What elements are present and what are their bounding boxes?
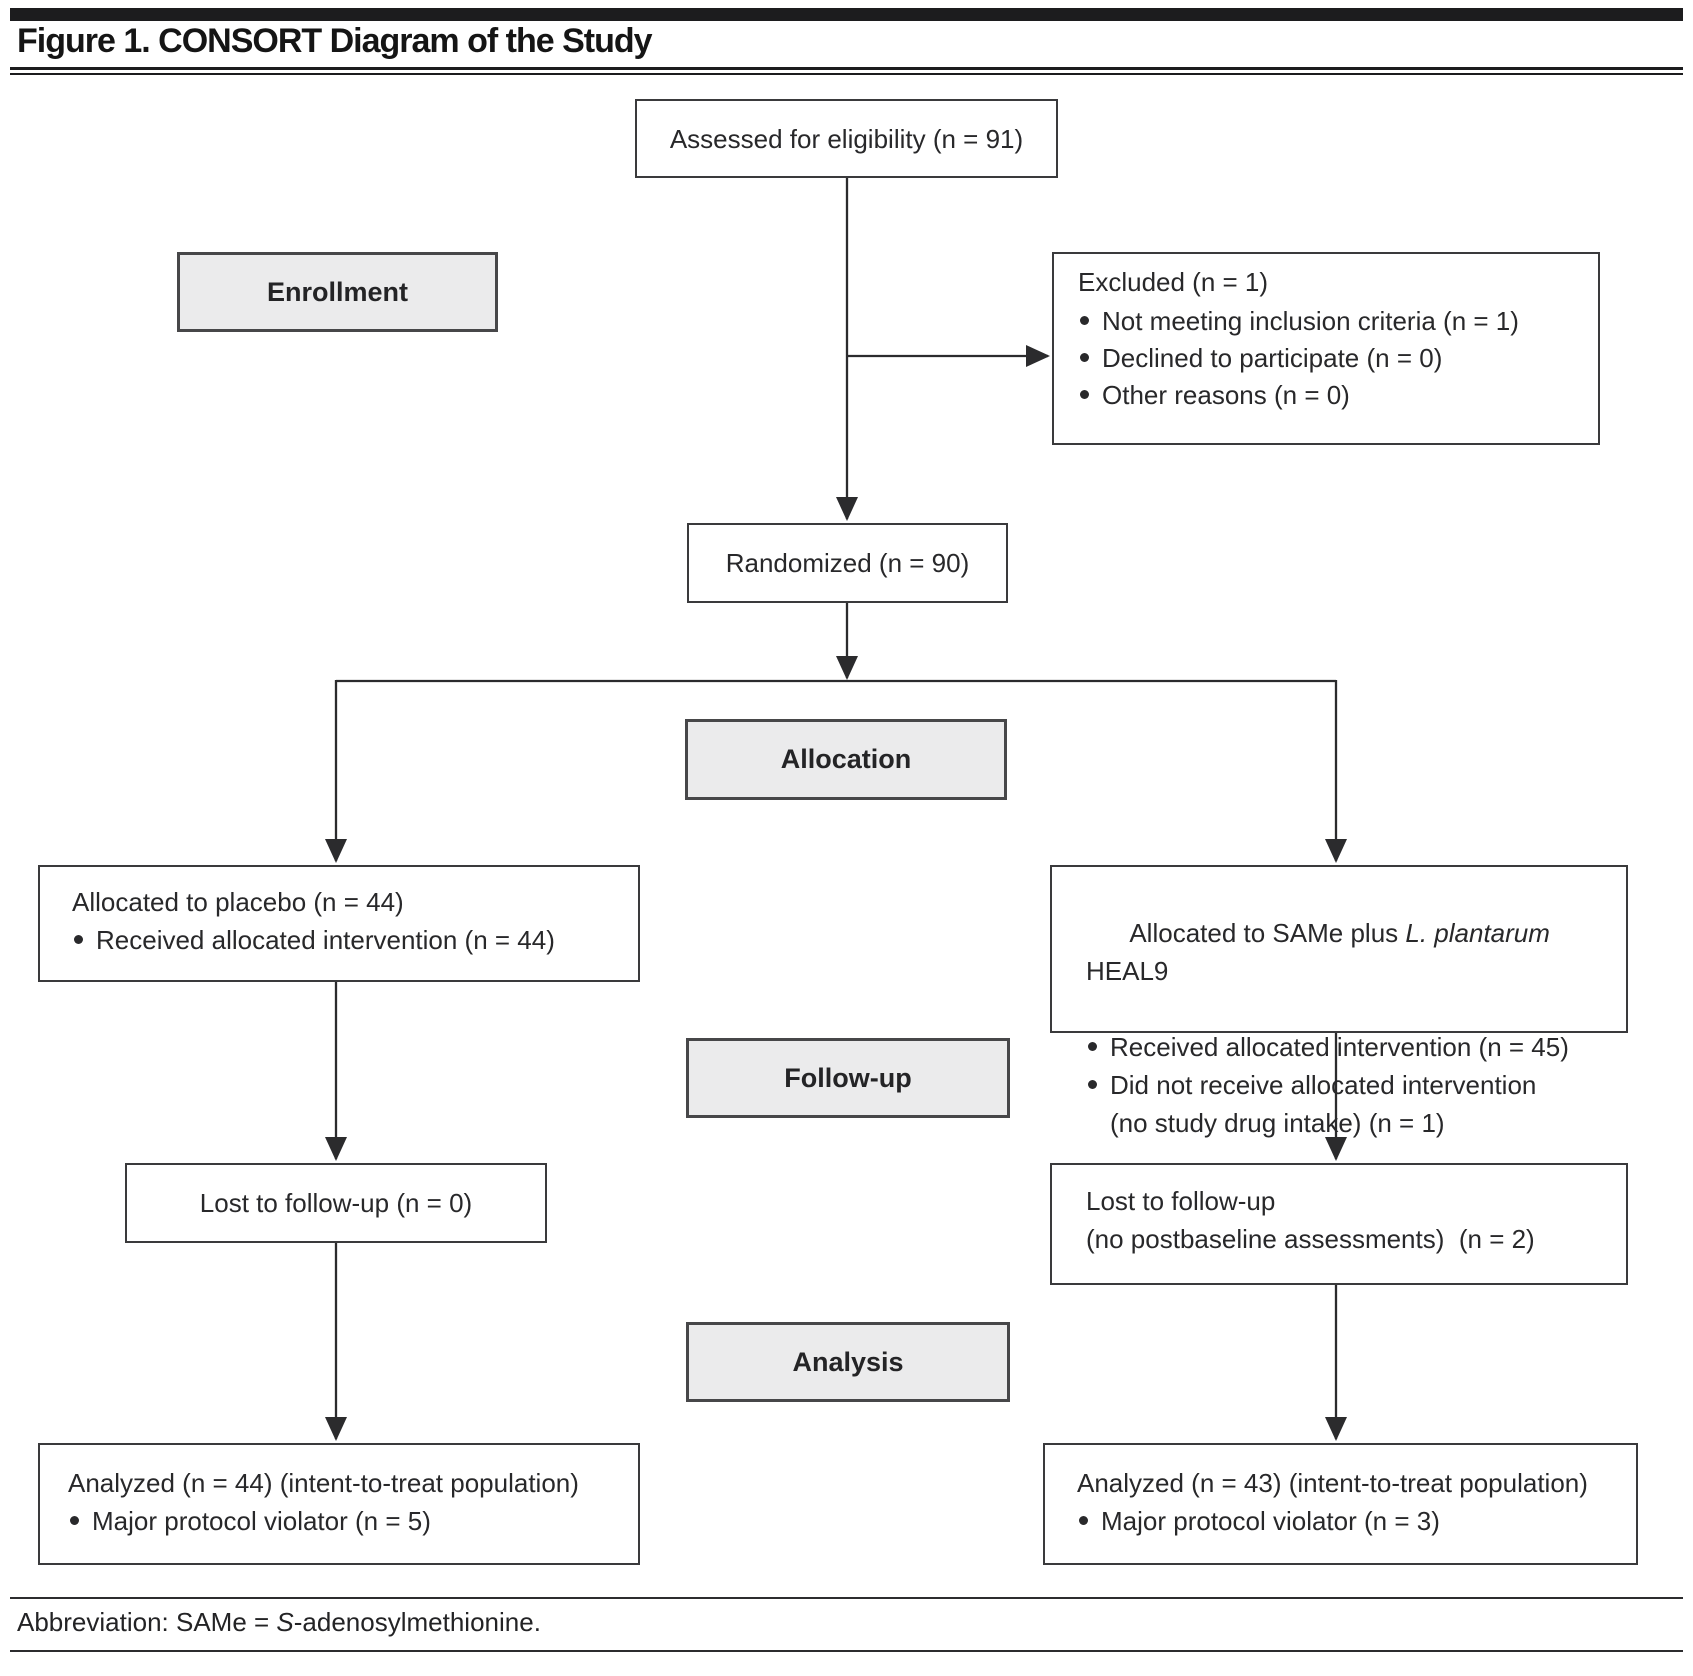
footnote-prefix: Abbreviation: SAMe = [17, 1607, 277, 1637]
allocated-same-title-prefix: Allocated to SAMe plus [1129, 918, 1406, 948]
footnote-separator-upper [10, 1597, 1683, 1599]
stage-enrollment: Enrollment [177, 252, 498, 332]
lost-same-box: Lost to follow-up (no postbaseline asses… [1050, 1163, 1628, 1285]
excluded-box: Excluded (n = 1) Not meeting inclusion c… [1052, 252, 1600, 445]
figure-title: Figure 1. CONSORT Diagram of the Study [17, 22, 653, 60]
analyzed-same-title: Analyzed (n = 43) (intent-to-treat popul… [1077, 1468, 1588, 1498]
stage-allocation-label: Allocation [780, 744, 912, 774]
assessed-text: Assessed for eligibility (n = 91) [669, 123, 1024, 154]
lost-same-line-1: Lost to follow-up [1086, 1186, 1276, 1216]
allocated-placebo-box: Allocated to placebo (n = 44) Received a… [38, 865, 640, 982]
footnote-suffix: -adenosylmethionine. [293, 1607, 541, 1637]
allocated-same-box: Allocated to SAMe plus L. plantarum HEAL… [1050, 865, 1628, 1138]
allocated-same-bullet-1: Received allocated intervention (n = 45) [1110, 1032, 1569, 1062]
bullet-icon [1080, 390, 1089, 399]
lost-placebo-text: Lost to follow-up (n = 0) [199, 1188, 473, 1218]
stage-analysis: Analysis [686, 1322, 1010, 1402]
stage-allocation: Allocation [685, 719, 1007, 800]
bullet-icon [1088, 1080, 1097, 1089]
stage-followup: Follow-up [686, 1038, 1010, 1118]
allocated-same-title-species: L. plantarum [1405, 918, 1550, 948]
bullet-icon [70, 1516, 79, 1525]
randomized-text: Randomized (n = 90) [725, 548, 970, 578]
analyzed-placebo-title: Analyzed (n = 44) (intent-to-treat popul… [68, 1468, 579, 1498]
lost-same-line-2: (no postbaseline assessments) (n = 2) [1086, 1224, 1535, 1254]
list-item: Major protocol violator (n = 5) [68, 1502, 628, 1540]
excluded-bullet-2: Declined to participate (n = 0) [1102, 343, 1443, 373]
footnote-separator-lower [10, 1650, 1683, 1652]
list-item: Received allocated intervention (n = 45) [1086, 1028, 1618, 1066]
abbreviation-footnote: Abbreviation: SAMe = S-adenosylmethionin… [17, 1607, 541, 1638]
list-item: Not meeting inclusion criteria (n = 1) [1078, 303, 1584, 340]
bullet-icon [1079, 1516, 1088, 1525]
allocated-placebo-title: Allocated to placebo (n = 44) [72, 887, 404, 917]
list-item: Received allocated intervention (n = 44) [72, 921, 626, 959]
top-thick-rule [10, 8, 1683, 21]
analyzed-placebo-bullet-1: Major protocol violator (n = 5) [92, 1506, 431, 1536]
allocated-same-bullet-2: Did not receive allocated intervention (… [1110, 1066, 1536, 1142]
assessed-box: Assessed for eligibility (n = 91) [635, 99, 1058, 178]
analyzed-same-box: Analyzed (n = 43) (intent-to-treat popul… [1043, 1443, 1638, 1565]
allocated-same-title: Allocated to SAMe plus L. plantarum HEAL… [1086, 876, 1618, 1028]
list-item: Declined to participate (n = 0) [1078, 340, 1584, 377]
stage-analysis-label: Analysis [792, 1346, 904, 1377]
bullet-icon [1080, 353, 1089, 362]
bullet-icon [1080, 316, 1089, 325]
analyzed-same-bullet-1: Major protocol violator (n = 3) [1101, 1506, 1440, 1536]
list-item: Major protocol violator (n = 3) [1077, 1502, 1626, 1540]
excluded-bullet-1: Not meeting inclusion criteria (n = 1) [1102, 306, 1519, 336]
bullet-icon [74, 935, 83, 944]
bullet-icon [1088, 1042, 1097, 1051]
randomized-box: Randomized (n = 90) [687, 523, 1008, 603]
list-item: Other reasons (n = 0) [1078, 377, 1584, 414]
allocated-same-bullet-2-line-2: (no study drug intake) (n = 1) [1110, 1108, 1445, 1138]
list-item: Did not receive allocated intervention (… [1086, 1066, 1618, 1142]
excluded-title: Excluded (n = 1) [1078, 267, 1269, 297]
analyzed-placebo-box: Analyzed (n = 44) (intent-to-treat popul… [38, 1443, 640, 1565]
excluded-bullet-3: Other reasons (n = 0) [1102, 380, 1350, 410]
allocated-same-bullet-2-line-1: Did not receive allocated intervention [1110, 1070, 1537, 1100]
allocated-same-title-suffix: HEAL9 [1086, 918, 1558, 986]
stage-followup-label: Follow-up [784, 1062, 912, 1093]
title-separator-upper [10, 67, 1683, 70]
stage-enrollment-label: Enrollment [266, 276, 408, 307]
lost-placebo-box: Lost to follow-up (n = 0) [125, 1163, 547, 1243]
title-separator-lower [10, 73, 1683, 75]
allocated-placebo-bullet-1: Received allocated intervention (n = 44) [96, 925, 555, 955]
footnote-italic-s: S [276, 1607, 294, 1637]
